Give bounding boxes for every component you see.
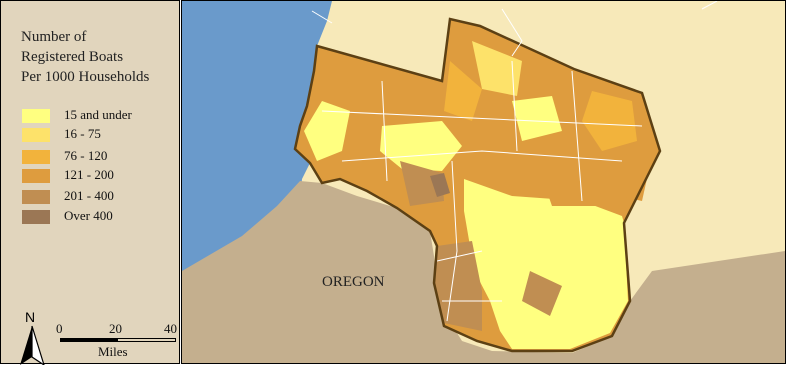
zone-darkbrown	[430, 173, 450, 197]
map-svg: OREGON	[182, 1, 785, 363]
zone-yellow-north	[512, 96, 562, 141]
legend-title-line-2: Registered Boats	[21, 49, 124, 65]
legend-title-line-3: Per 1000 Households	[21, 69, 150, 85]
zone-dark-orange-2	[620, 151, 652, 201]
scale-unit: Miles	[98, 344, 128, 359]
legend-label-3: 76 - 120	[64, 148, 108, 163]
legend-label-1: 15 and under	[64, 107, 132, 122]
legend-swatch-4	[22, 169, 50, 183]
boundary-line-1	[321, 110, 643, 127]
legend-label-6: Over 400	[64, 208, 113, 223]
north-arrow-icon	[20, 325, 45, 365]
zone-yellow-central	[380, 121, 462, 171]
boundary-line-4	[381, 80, 388, 182]
north-arrow: N	[19, 309, 45, 365]
legend-label-2: 16 - 75	[64, 126, 101, 141]
zone-gold-1	[444, 61, 482, 121]
north-rivers	[311, 1, 718, 57]
legend-swatch-6	[22, 210, 50, 224]
legend-swatch-2	[22, 128, 50, 142]
boundary-line-5	[511, 60, 518, 152]
zone-brown-2	[522, 271, 562, 316]
scale-tick-0: 0	[56, 321, 63, 336]
legend-swatch-1	[22, 109, 50, 123]
north-label: N	[25, 309, 36, 325]
zone-dark-orange-3	[544, 176, 597, 206]
zone-dark-orange-1	[347, 81, 392, 126]
zone-yellow-west	[304, 101, 350, 161]
boundary-line-6	[571, 70, 583, 202]
map-frame: OREGON	[181, 0, 786, 364]
scale-tick-20: 20	[109, 321, 122, 336]
zone-yellow-east	[464, 179, 628, 349]
scale-bar-graphic	[60, 338, 176, 342]
legend-swatch-3	[22, 150, 50, 164]
study-region	[293, 17, 662, 353]
legend-swatch-5	[22, 190, 50, 204]
zone-light-gold	[472, 41, 522, 96]
boundary-line-2	[341, 150, 623, 162]
legend-title-line-1: Number of	[21, 29, 87, 45]
zone-brown-south	[434, 241, 482, 331]
legend-panel: Number of Registered Boats Per 1000 Hous…	[0, 0, 181, 365]
legend-label-4: 121 - 200	[64, 167, 114, 182]
zone-brown-1	[400, 161, 444, 206]
oregon-region	[182, 181, 785, 363]
boundary-line-3	[446, 160, 458, 322]
study-region-border	[293, 17, 662, 353]
legend-label-5: 201 - 400	[64, 188, 114, 203]
scale-tick-40: 40	[164, 321, 177, 336]
zone-gold-2	[582, 91, 637, 151]
boundary-line-7	[436, 250, 483, 262]
scale-bar: 0 20 40 Miles	[56, 321, 181, 361]
state-label-oregon: OREGON	[322, 274, 385, 290]
